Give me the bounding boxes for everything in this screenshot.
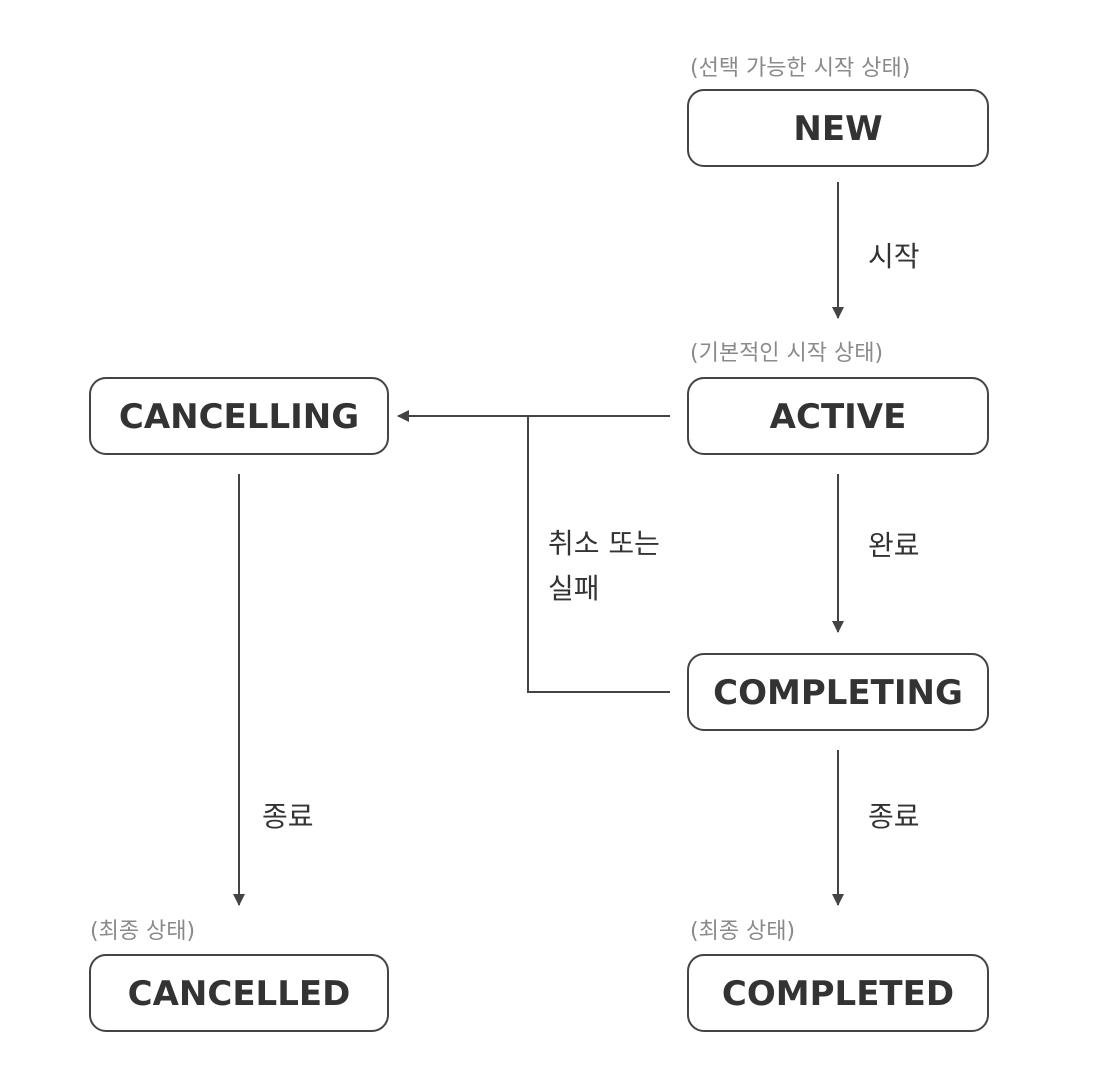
note-cancelled-final: (최종 상태): [90, 919, 195, 944]
note-active-default-start: (기본적인 시작 상태): [690, 341, 883, 366]
note-completed-final: (최종 상태): [690, 919, 795, 944]
state-completed-label: COMPLETED: [722, 974, 954, 1014]
edge-label-cancel-or-fail-line1: 취소 또는: [548, 527, 660, 560]
line-completing-to-cancelling: [527, 416, 670, 693]
state-completed: COMPLETED: [687, 954, 989, 1032]
edge-label-finish-cancelled: 종료: [262, 800, 314, 833]
edge-label-cancel-or-fail-line2: 실패: [548, 572, 600, 605]
state-cancelled: CANCELLED: [89, 954, 389, 1032]
state-cancelling-label: CANCELLING: [119, 397, 359, 437]
state-new: NEW: [687, 89, 989, 167]
note-new-optional-start: (선택 가능한 시작 상태): [690, 56, 910, 81]
edge-label-start: 시작: [868, 240, 920, 273]
state-cancelled-label: CANCELLED: [128, 974, 351, 1014]
state-active-label: ACTIVE: [770, 397, 907, 437]
edge-label-complete: 완료: [868, 529, 920, 562]
state-completing-label: COMPLETING: [713, 673, 963, 713]
state-completing: COMPLETING: [687, 653, 989, 731]
state-active: ACTIVE: [687, 377, 989, 455]
state-new-label: NEW: [793, 109, 882, 149]
state-cancelling: CANCELLING: [89, 377, 389, 455]
edge-label-finish-completed: 종료: [868, 800, 920, 833]
